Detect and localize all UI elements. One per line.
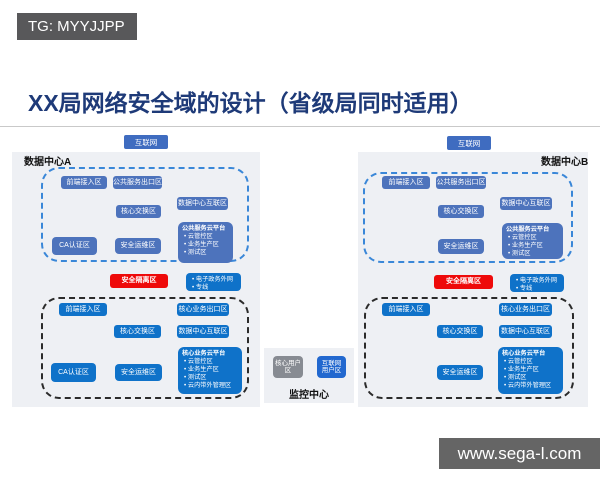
- dc-a-upper-ca-zone: CA认证区: [52, 237, 97, 255]
- egov-item: 电子政务外网: [514, 277, 560, 285]
- dc-b-upper-public-exit-zone: 公共服务出口区: [436, 176, 486, 189]
- cloud-item: 业务生产区: [502, 366, 559, 374]
- site-watermark: www.sega-l.com: [439, 438, 600, 469]
- dc-b-upper-dc-interconnect-zone: 数据中心互联区: [500, 197, 552, 210]
- cloud-title: 公共服务云平台: [182, 225, 226, 232]
- dc-a-core-business-zone: [41, 297, 249, 399]
- dc-b-security-isolation-zone: 安全隔离区: [434, 275, 493, 289]
- dc-a-egov-extranet-box: 电子政务外网 专线: [186, 273, 241, 291]
- internet-user-zone: 互联网用户区: [317, 356, 346, 378]
- dc-a-core-cloud-platform: 核心业务云平台 云管控区 业务生产区 测试区 云内带外管理区: [178, 347, 242, 394]
- cloud-item: 业务生产区: [506, 242, 559, 250]
- cloud-item: 测试区: [182, 249, 229, 257]
- cloud-item: 云管控区: [506, 234, 559, 242]
- dc-b-lower-dc-interconnect-zone: 数据中心互联区: [499, 325, 552, 338]
- cloud-item: 测试区: [506, 250, 559, 258]
- dc-b-lower-front-access-zone: 前端接入区: [382, 303, 430, 316]
- core-user-zone: 核心用户区: [273, 356, 303, 378]
- title-divider: [0, 126, 600, 127]
- dc-a-lower-ca-zone: CA认证区: [51, 363, 96, 382]
- dc-b-upper-ops-zone: 安全运维区: [438, 239, 484, 254]
- datacenter-b-label: 数据中心B: [541, 157, 589, 168]
- dc-b-public-service-zone: [363, 172, 573, 263]
- dc-a-upper-dc-interconnect-zone: 数据中心互联区: [177, 197, 228, 210]
- dc-b-public-cloud-platform: 公共服务云平台 云管控区 业务生产区 测试区: [502, 223, 563, 259]
- dc-b-upper-front-access-zone: 前端接入区: [382, 176, 430, 189]
- dc-a-lower-dc-interconnect-zone: 数据中心互联区: [177, 325, 229, 338]
- dc-a-lower-ops-zone: 安全运维区: [115, 364, 162, 381]
- egov-item: 电子政务外网: [190, 276, 237, 284]
- dc-b-lower-ops-zone: 安全运维区: [437, 365, 483, 380]
- dc-a-public-cloud-platform: 公共服务云平台 云管控区 业务生产区 测试区: [178, 222, 233, 263]
- dc-a-lower-core-exit-zone: 核心业务出口区: [177, 303, 229, 316]
- dc-a-security-isolation-zone: 安全隔离区: [110, 274, 168, 288]
- dc-a-upper-front-access-zone: 前端接入区: [61, 176, 107, 189]
- datacenter-a-label: 数据中心A: [24, 157, 72, 168]
- cloud-title: 核心业务云平台: [182, 350, 226, 357]
- dc-a-upper-public-exit-zone: 公共服务出口区: [113, 176, 162, 189]
- dc-a-public-service-zone: [41, 167, 249, 262]
- cloud-item: 业务生产区: [182, 366, 238, 374]
- dc-a-lower-front-access-zone: 前端接入区: [59, 303, 107, 316]
- dc-b-lower-core-switch-zone: 核心交换区: [437, 325, 483, 338]
- cloud-item: 测试区: [182, 374, 238, 382]
- cloud-item: 云内带外管理区: [182, 382, 238, 390]
- dc-b-upper-core-switch-zone: 核心交换区: [438, 205, 484, 218]
- dc-b-core-cloud-platform: 核心业务云平台 云管控区 业务生产区 测试区 云内带外管理区: [498, 347, 563, 394]
- cloud-item: 业务生产区: [182, 241, 229, 249]
- egov-item: 专线: [190, 284, 237, 292]
- page-title: XX局网络安全域的设计（省级局同时适用）: [28, 90, 473, 116]
- dc-b-lower-core-exit-zone: 核心业务出口区: [499, 303, 552, 316]
- dc-b-core-business-zone: [364, 297, 574, 399]
- internet-label-b: 互联网: [447, 136, 491, 150]
- dc-a-upper-core-switch-zone: 核心交换区: [116, 205, 161, 218]
- cloud-item: 测试区: [502, 374, 559, 382]
- egov-item: 专线: [514, 285, 560, 293]
- dc-a-lower-core-switch-zone: 核心交换区: [114, 325, 161, 338]
- internet-label-a: 互联网: [124, 135, 168, 149]
- cloud-title: 核心业务云平台: [502, 350, 546, 357]
- dc-a-upper-ops-zone: 安全运维区: [115, 238, 161, 254]
- cloud-item: 云管控区: [502, 358, 559, 366]
- tg-watermark-badge: TG: MYYJJPP: [17, 13, 137, 40]
- cloud-title: 公共服务云平台: [506, 226, 550, 233]
- cloud-item: 云管控区: [182, 233, 229, 241]
- cloud-item: 云内带外管理区: [502, 382, 559, 390]
- cloud-item: 云管控区: [182, 358, 238, 366]
- dc-b-egov-extranet-box: 电子政务外网 专线: [510, 274, 564, 292]
- monitor-center-label: 监控中心: [289, 390, 329, 401]
